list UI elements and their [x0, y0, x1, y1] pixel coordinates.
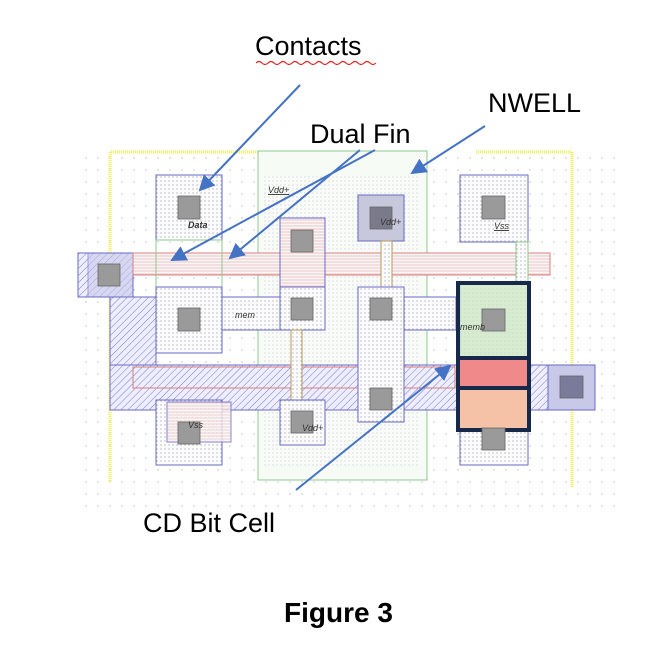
contacts-group — [97, 195, 584, 451]
arrow-nwell — [410, 125, 486, 175]
label-vdd-top: Vdd+ — [268, 185, 289, 195]
label-memb: memb — [460, 322, 485, 332]
contact — [290, 297, 314, 321]
figure-caption: Figure 3 — [284, 597, 393, 628]
contact — [97, 263, 121, 287]
poly-gate-top — [132, 252, 551, 276]
callout-dual-fin: Dual Fin — [310, 119, 411, 149]
callout-nwell: NWELL — [488, 88, 581, 118]
callout-arrows — [170, 84, 486, 491]
contact — [481, 308, 506, 332]
contact — [369, 387, 393, 411]
label-vdd-bottom: Vdd+ — [302, 423, 323, 433]
callout-cd-bit-cell: CD Bit Cell — [143, 508, 275, 538]
contact — [369, 206, 393, 230]
contact — [559, 375, 584, 399]
contact — [290, 410, 314, 434]
fin-col2 — [290, 329, 303, 401]
memb-strap — [403, 296, 457, 331]
label-vss-left: Vss — [188, 420, 204, 430]
arrow-cd-bit-cell — [295, 364, 452, 491]
fin-right — [515, 241, 529, 283]
contact — [481, 195, 506, 220]
contact — [290, 229, 314, 253]
arrow-contacts — [198, 84, 301, 192]
contact — [177, 307, 201, 332]
spellcheck-underline — [255, 60, 377, 66]
label-data: Data — [188, 220, 208, 230]
label-vdd-contact: Vdd+ — [380, 217, 401, 227]
contact — [177, 421, 201, 445]
contact — [481, 427, 506, 451]
label-mem: mem — [235, 310, 256, 320]
cd-cell-red — [458, 360, 529, 387]
arrow-dual-fin-2 — [228, 149, 361, 260]
contact — [177, 195, 201, 220]
arrow-dual-fin-1 — [170, 149, 376, 261]
contact — [369, 297, 393, 321]
cd-cell-peach — [458, 390, 529, 430]
mem-strap — [221, 296, 283, 331]
fin-col3 — [380, 240, 393, 288]
label-vss-right: Vss — [494, 221, 510, 231]
active-col2-top — [279, 217, 326, 291]
callout-contacts: Contacts — [255, 31, 362, 61]
